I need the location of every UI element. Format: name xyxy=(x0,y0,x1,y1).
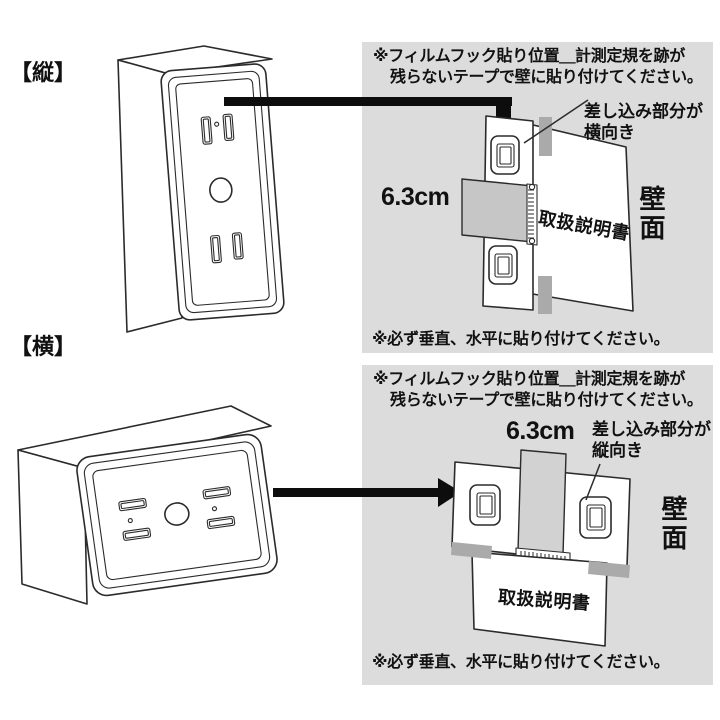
diagram-vertical-placement xyxy=(461,99,634,314)
callout-vertical: 差し込み部分が 横向き xyxy=(584,101,703,143)
gauge-strip xyxy=(517,449,567,556)
measurement-label-vertical: 6.3cm xyxy=(381,183,450,211)
outlet-socket-bottom xyxy=(210,232,244,264)
callout-line2: 横向き xyxy=(584,123,635,142)
film-hook-top xyxy=(490,135,520,175)
measuring-ruler-vertical xyxy=(526,183,538,246)
outlet-box-vertical xyxy=(117,45,285,333)
tape-top xyxy=(539,117,552,156)
note-vertical: ※必ず垂直、水平に貼り付けてください。 xyxy=(372,331,670,348)
note-horizontal: ※必ず垂直、水平に貼り付けてください。 xyxy=(372,654,670,671)
diagram-horizontal-placement xyxy=(451,449,631,647)
box-front-face xyxy=(76,433,278,597)
heading-line1: ※フィルムフック貼り位置＿計測定規を跡が xyxy=(373,48,685,65)
wall-label-vertical: 壁面 xyxy=(636,185,666,243)
callout-line2: 縦向き xyxy=(592,441,643,460)
gauge-rect xyxy=(461,178,534,243)
film-hook-right xyxy=(579,496,612,539)
center-hole xyxy=(164,502,190,526)
panel-horizontal-heading: ※フィルムフック貼り位置＿計測定規を跡が 残らないテープで壁に貼り付けてください… xyxy=(373,369,708,411)
callout-line1: 差し込み部分が xyxy=(592,420,711,439)
section-label-vertical: 【縦】 xyxy=(10,60,77,85)
section-label-horizontal: 【横】 xyxy=(10,334,77,359)
tape-right xyxy=(588,561,630,578)
manual-paper-horizontal xyxy=(471,551,608,647)
outlet-box-horizontal xyxy=(17,405,278,605)
film-hook-left xyxy=(469,484,501,526)
measurement-label-horizontal: 6.3cm xyxy=(506,417,575,445)
heading-line2: 残らないテープで壁に貼り付けてください。 xyxy=(390,69,703,86)
wall-label-horizontal: 壁面 xyxy=(658,495,688,553)
outlet-socket-left xyxy=(118,497,152,541)
callout-horizontal: 差し込み部分が 縦向き xyxy=(592,419,711,461)
heading-line1: ※フィルムフック貼り位置＿計測定規を跡が xyxy=(373,371,685,388)
outlet-socket-right xyxy=(202,486,236,530)
box-side-face xyxy=(17,449,88,605)
outlet-socket-top xyxy=(200,113,235,145)
panel-vertical-heading: ※フィルムフック貼り位置＿計測定規を跡が 残らないテープで壁に貼り付けてください… xyxy=(373,46,708,88)
callout-line1: 差し込み部分が xyxy=(584,102,703,121)
tape-left xyxy=(451,542,492,559)
callout-line-horizontal xyxy=(585,463,601,501)
heading-line2: 残らないテープで壁に貼り付けてください。 xyxy=(390,392,703,409)
box-front-face xyxy=(160,63,285,321)
tape-bottom xyxy=(538,276,552,314)
film-hook-bottom xyxy=(488,245,518,285)
center-hole xyxy=(209,177,233,203)
callout-line-vertical xyxy=(523,99,589,144)
arrow-horizontal-to-panel xyxy=(273,478,461,507)
